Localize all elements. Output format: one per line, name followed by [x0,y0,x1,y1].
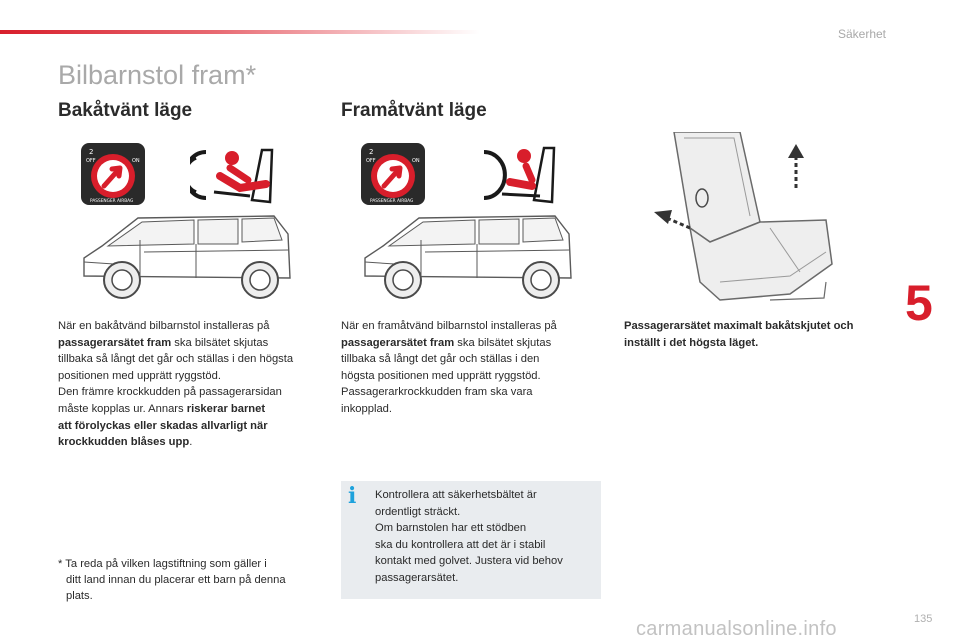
text-line: ska du kontrollera att det är i stabil [375,538,546,551]
badge-on-label: ON [132,158,140,164]
text-line: positionen med upprätt ryggstöd. [58,369,221,382]
airbag-off-badge-left: OFF ON PASSENGER AIRBAG 2 [81,143,145,205]
seat-adjustment-illustration [654,132,833,301]
text-line: tillbaka så långt det går och ställas i … [341,353,540,366]
text-line: Passagerarkrockkudden fram ska vara [341,386,533,399]
footnote: * Ta reda på vilken lagstiftning som gäl… [58,556,328,604]
text-line: kontakt med golvet. Justera vid behov [375,555,563,568]
text-line: passagerarsätet. [375,571,459,584]
badge-off-label: OFF [366,158,376,164]
text-line: högsta positionen med upprätt ryggstöd. [341,369,541,382]
text-line: ordentligt sträckt. [375,505,461,518]
forward-facing-instructions: När en framåtvänd bilbarnstol installera… [341,318,601,418]
text-line: När en bakåtvänd bilbarnstol installeras… [58,320,270,332]
text-line: inställt i det högsta läget. [624,336,759,349]
text-line: Ta reda på vilken lagstiftning som gälle… [65,558,267,570]
forward-facing-seat-icon [483,146,556,204]
text-line: tillbaka så långt det går och ställas i … [58,353,294,366]
badge-number: 2 [369,148,373,156]
badge-on-label: ON [412,158,420,164]
text-bold: passagerarsätet fram [341,336,455,349]
footnote-marker: * [58,558,63,570]
text-line: Om barnstolen har ett stödben [375,522,527,535]
text-line: ska bilsätet skjutas [171,336,269,349]
chapter-number: 5 [905,275,933,331]
text-bold: riskerar barnet [186,402,266,415]
info-box-text: Kontrollera att säkerhetsbältet är orden… [375,487,595,587]
text-line: När en framåtvänd bilbarnstol installera… [341,320,557,332]
badge-caption: PASSENGER AIRBAG [370,198,413,204]
text-line: ska bilsätet skjutas [454,336,552,349]
van-illustration-left [83,215,291,299]
heading-forward-facing: Framåtvänt läge [341,100,487,121]
watermark: carmanualsonline.info [636,618,837,640]
text-bold: att förolyckas eller skadas allvarligt n… [58,419,268,432]
badge-caption: PASSENGER AIRBAG [90,198,133,204]
text-line: inkopplad. [341,402,393,415]
text-line: ditt land innan du placerar ett barn på … [66,574,286,586]
text-line: Kontrollera att säkerhetsbältet är [375,489,537,501]
badge-off-label: OFF [86,158,96,164]
van-illustration-center [364,215,572,299]
rear-facing-instructions: När en bakåtvänd bilbarnstol installeras… [58,318,328,451]
rear-facing-seat-icon [190,148,274,204]
airbag-on-badge-center: OFF ON PASSENGER AIRBAG 2 [361,143,425,205]
text-line: Passagerarsätet maximalt bakåtskjutet oc… [624,320,854,332]
seat-position-caption: Passagerarsätet maximalt bakåtskjutet oc… [624,318,894,351]
text-line: måste kopplas ur. Annars [58,402,187,415]
text-bold: krockkudden blåses upp [58,436,190,449]
info-box [341,481,601,599]
page-number: 135 [914,613,933,625]
heading-rear-facing: Bakåtvänt läge [58,100,193,121]
text-line: Den främre krockkudden på passagerarsida… [58,386,282,399]
text-bold: passagerarsätet fram [58,336,172,349]
header-accent-bar [0,30,480,34]
info-icon: i [348,483,357,509]
text-line: . [189,436,193,449]
section-label: Säkerhet [837,27,886,41]
text-line: plats. [66,590,93,602]
badge-number: 2 [89,148,93,156]
page-title: Bilbarnstol fram* [58,60,257,90]
